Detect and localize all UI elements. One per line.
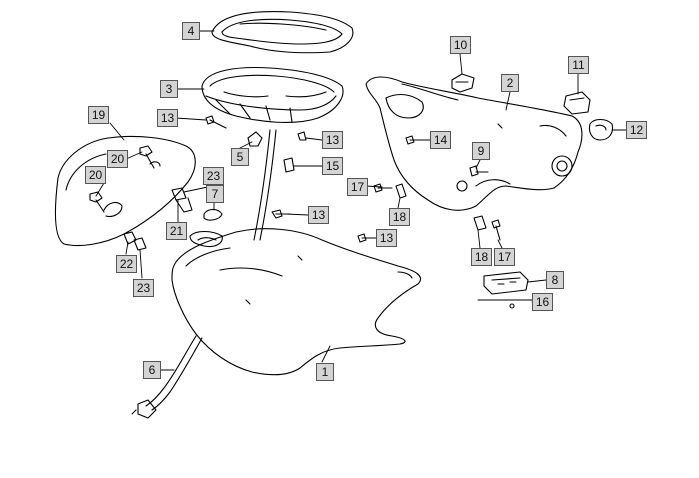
callout-13-d: 13	[376, 229, 397, 247]
part-7-clip	[203, 208, 223, 221]
callout-18-b: 18	[471, 248, 492, 266]
callout-2: 2	[501, 74, 519, 92]
part-12-grommet	[588, 118, 614, 141]
callout-21: 21	[166, 222, 187, 240]
part-15-bulb	[283, 157, 295, 173]
callout-11: 11	[568, 56, 589, 74]
callout-18-a: 18	[389, 208, 410, 226]
callout-13-a: 13	[157, 109, 178, 127]
part-17-screw-right	[491, 219, 501, 241]
callout-16: 16	[532, 293, 553, 311]
callout-9: 9	[472, 142, 490, 160]
leader-lines	[95, 30, 627, 371]
callout-5: 5	[231, 148, 249, 166]
callout-6: 6	[143, 361, 161, 379]
callout-17-b: 17	[494, 248, 515, 266]
part-14-screw	[405, 135, 425, 145]
part-4-lens	[211, 11, 354, 54]
part-10-bulb-holder	[451, 73, 475, 93]
part-17-screw-left	[373, 183, 393, 193]
part-18-clip-left	[395, 183, 407, 199]
callout-17-a: 17	[347, 178, 368, 196]
part-18-clip-right	[473, 215, 487, 231]
part-8-connector	[483, 271, 529, 295]
part-16-cable-tie	[477, 299, 537, 309]
callout-23-a: 23	[203, 167, 224, 185]
part-22-grommet	[123, 231, 137, 245]
part-20-screw-lower	[89, 191, 105, 213]
part-23-grommet	[133, 237, 147, 251]
part-1-front-shield	[171, 228, 422, 376]
callout-13-c: 13	[308, 206, 329, 224]
callout-3: 3	[160, 80, 178, 98]
callout-19: 19	[88, 106, 109, 124]
part-19-cover-panel	[55, 135, 196, 247]
callout-23-b: 23	[133, 279, 154, 297]
part-11-switch	[563, 91, 591, 115]
part-9-screw	[469, 165, 489, 177]
callout-20-b: 20	[85, 166, 106, 184]
callout-20-a: 20	[107, 150, 128, 168]
callout-22: 22	[116, 255, 137, 273]
callout-8: 8	[546, 271, 564, 289]
callout-14: 14	[430, 131, 451, 149]
part-6-cable	[131, 129, 277, 419]
callout-15: 15	[322, 157, 343, 175]
callout-1: 1	[316, 363, 334, 381]
part-21-nut	[171, 187, 193, 213]
part-3-instrument-cluster	[201, 67, 344, 124]
callout-7: 7	[206, 185, 224, 203]
callout-13-b: 13	[322, 131, 343, 149]
callout-12: 12	[626, 121, 647, 139]
callout-4: 4	[182, 22, 200, 40]
part-5-bulb	[247, 131, 263, 147]
callout-10: 10	[450, 36, 471, 54]
part-20-screw-upper	[139, 145, 155, 169]
